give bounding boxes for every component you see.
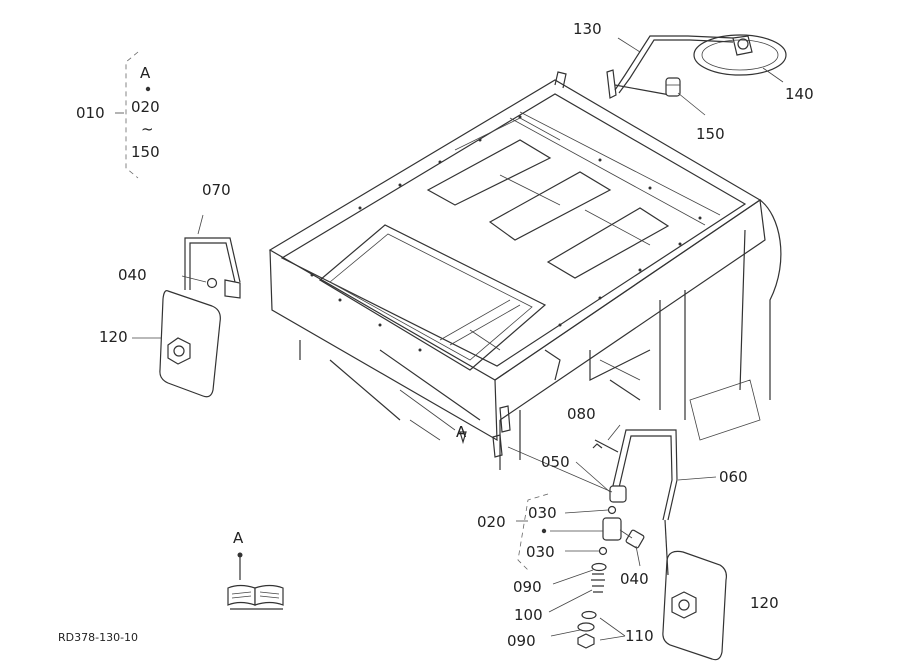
joint-parts: [507, 446, 645, 649]
label-030-upper: 030: [528, 504, 557, 522]
label-view-a-marker: A: [456, 423, 467, 441]
label-100: 100: [514, 606, 543, 624]
label-090-upper: 090: [513, 578, 542, 596]
label-120-right: 120: [750, 594, 779, 612]
label-070: 070: [202, 181, 231, 199]
label-110: 110: [625, 627, 654, 645]
label-150-range-end: 150: [131, 143, 160, 161]
label-140: 140: [785, 85, 814, 103]
label-030-lower: 030: [526, 543, 555, 561]
label-090-lower: 090: [507, 632, 536, 650]
cab-roof-frame: [268, 71, 782, 470]
label-020-group: 020: [477, 513, 506, 531]
label-010: 010: [76, 104, 105, 122]
label-150: 150: [696, 125, 725, 143]
label-060: 060: [719, 468, 748, 486]
label-range-tilde: ~: [141, 120, 154, 138]
label-a-top: A: [140, 64, 151, 82]
drawing-code: RD378-130-10: [58, 631, 139, 644]
label-050: 050: [541, 453, 570, 471]
mirror-140-assembly: [606, 34, 787, 116]
label-040-left: 040: [118, 266, 147, 284]
mirror-120-right-assembly: [592, 424, 727, 661]
label-080: 080: [567, 405, 596, 423]
group-bracket-010: [115, 51, 151, 179]
mirror-120-left-assembly: [132, 214, 241, 398]
label-a-book: A: [233, 529, 244, 547]
view-marker-a: [459, 431, 467, 445]
book-icon: [227, 552, 284, 610]
label-020-range-start: 020: [131, 98, 160, 116]
label-120-left: 120: [99, 328, 128, 346]
label-040-right: 040: [620, 570, 649, 588]
label-130: 130: [573, 20, 602, 38]
